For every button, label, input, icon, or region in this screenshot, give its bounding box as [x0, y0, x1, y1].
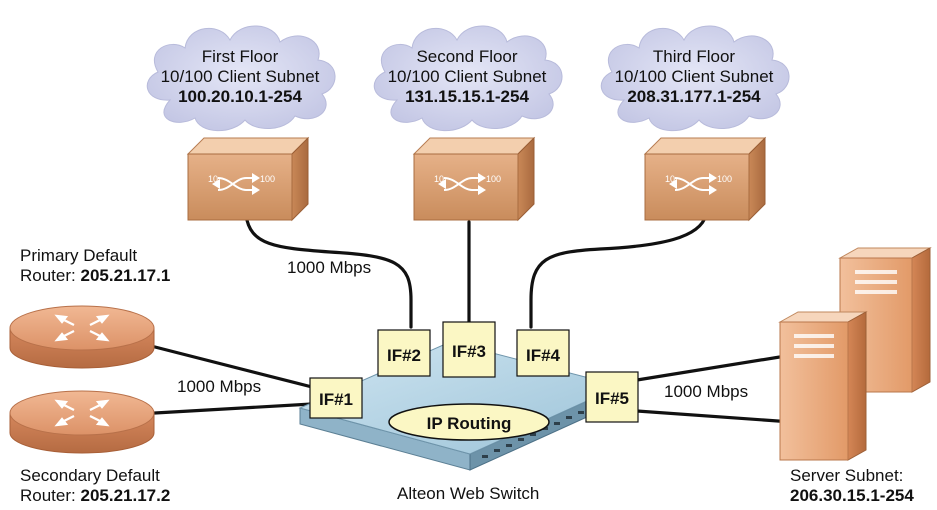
- interface-if3: IF#3: [442, 321, 496, 378]
- cube-label-left: 10: [434, 174, 444, 184]
- cube-label-left: 10: [665, 174, 675, 184]
- floor-switch-icon: 10 100: [643, 136, 767, 222]
- cube-label-right: 100: [486, 174, 501, 184]
- routers-link-speed: 1000 Mbps: [177, 377, 262, 396]
- ip-routing-badge: IP Routing: [388, 403, 550, 441]
- primary-router-label: Primary Default Router: 205.21.17.1: [20, 246, 170, 286]
- router-ip: 205.21.17.2: [80, 486, 171, 505]
- interface-label: IF#4: [526, 346, 561, 365]
- server-icon: [778, 247, 932, 461]
- interface-if1: IF#1: [309, 377, 363, 419]
- cable-floor3: [529, 213, 708, 329]
- cable-router2: [153, 402, 314, 415]
- cable-server2: [635, 409, 794, 424]
- interface-if5: IF#5: [585, 371, 639, 423]
- cube-label-right: 100: [717, 174, 732, 184]
- floor-switch-icon: 10 100: [186, 136, 310, 222]
- subnet-label-second-floor: Second Floor 10/100 Client Subnet 131.15…: [387, 47, 547, 107]
- router-icon: [9, 390, 155, 454]
- cable-router1: [153, 345, 314, 389]
- switch-name: Alteon Web Switch: [397, 484, 540, 503]
- router-ip: 205.21.17.1: [80, 266, 171, 285]
- server-subnet-label: Server Subnet: 206.30.15.1-254: [790, 466, 914, 506]
- interface-label: IF#2: [387, 346, 421, 365]
- subnet-label-third-floor: Third Floor 10/100 Client Subnet 208.31.…: [614, 47, 774, 107]
- floor-switch-icon: 10 100: [412, 136, 536, 222]
- router-icon: [9, 305, 155, 369]
- cube-label-left: 10: [208, 174, 218, 184]
- servers-link-speed: 1000 Mbps: [664, 382, 749, 401]
- router-prefix: Router:: [20, 486, 81, 505]
- interface-label: IF#3: [452, 342, 486, 361]
- subnet-floor: Third Floor: [652, 47, 736, 66]
- cable-floor1: [244, 213, 413, 329]
- floors-link-speed: 1000 Mbps: [287, 258, 372, 277]
- cube-label-right: 100: [260, 174, 275, 184]
- subnet-range: 131.15.15.1-254: [405, 87, 529, 106]
- subnet-type: 10/100 Client Subnet: [387, 67, 547, 86]
- server-title: Server Subnet:: [790, 466, 904, 485]
- subnet-range: 100.20.10.1-254: [178, 87, 302, 106]
- ip-routing-label: IP Routing: [427, 414, 512, 433]
- subnet-floor: Second Floor: [416, 47, 518, 66]
- interface-if2: IF#2: [377, 329, 431, 377]
- interface-label: IF#1: [319, 390, 353, 409]
- subnet-type: 10/100 Client Subnet: [614, 67, 774, 86]
- server-range: 206.30.15.1-254: [790, 486, 914, 505]
- router-title: Primary Default: [20, 246, 138, 265]
- router-title: Secondary Default: [20, 466, 160, 485]
- subnet-floor: First Floor: [201, 47, 279, 66]
- router-prefix: Router:: [20, 266, 81, 285]
- subnet-range: 208.31.177.1-254: [627, 87, 761, 106]
- secondary-router-label: Secondary Default Router: 205.21.17.2: [20, 466, 170, 506]
- cable-server1: [635, 353, 794, 382]
- interface-label: IF#5: [595, 389, 629, 408]
- subnet-type: 10/100 Client Subnet: [160, 67, 320, 86]
- interface-if4: IF#4: [516, 329, 570, 377]
- subnet-label-first-floor: First Floor 10/100 Client Subnet 100.20.…: [160, 47, 320, 107]
